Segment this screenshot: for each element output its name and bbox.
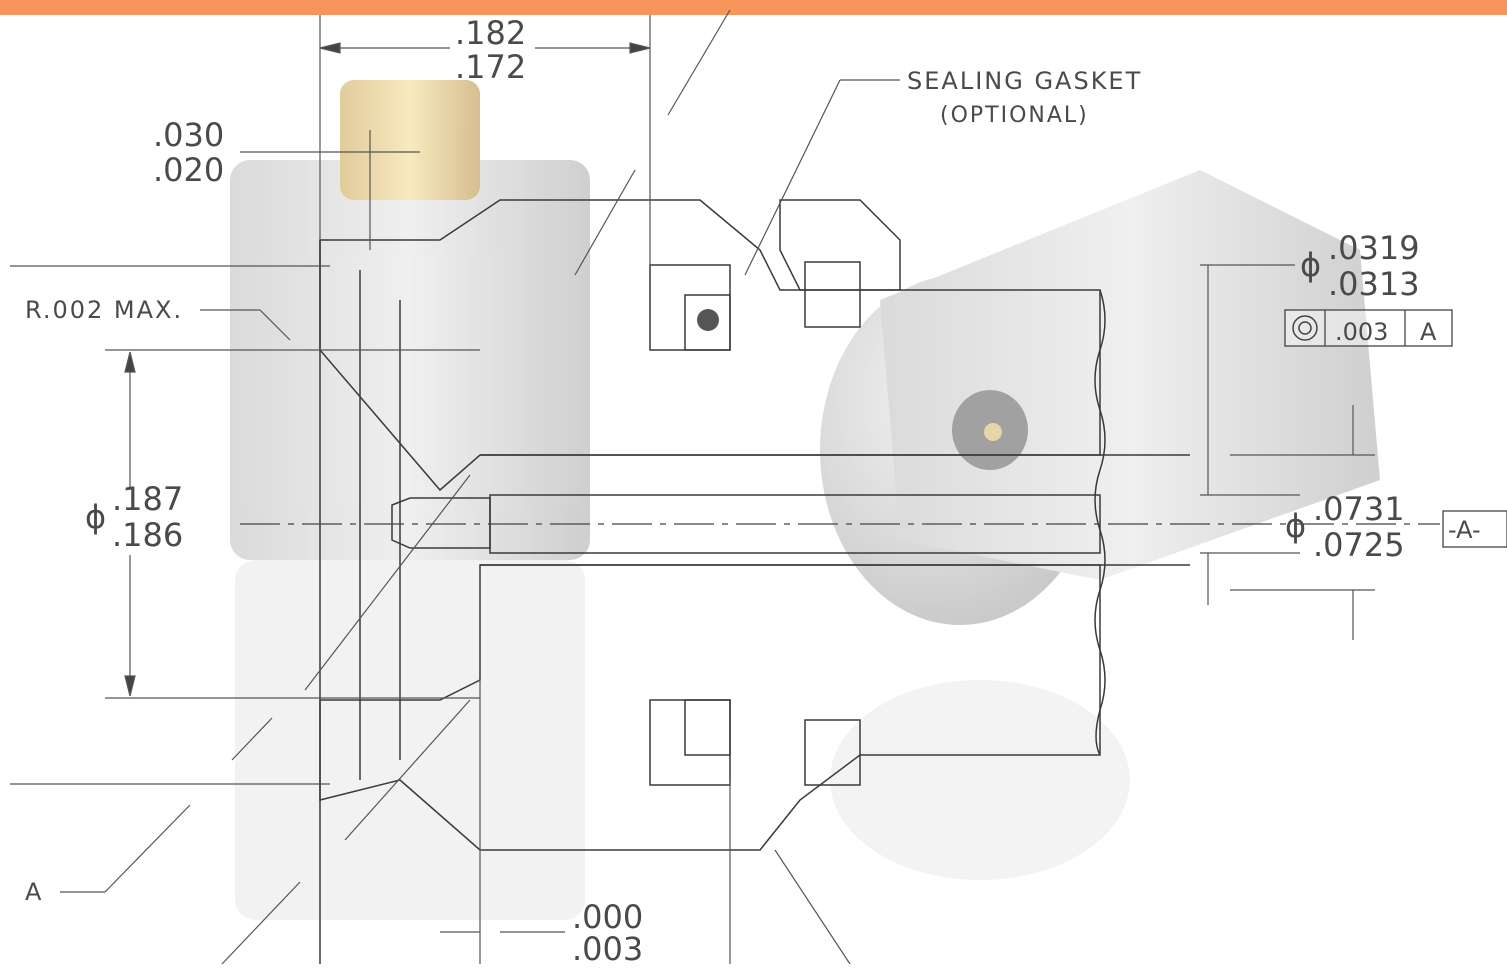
diameter-symbol-pin: ϕ: [1300, 246, 1321, 284]
dimension-labels: .182 .172 .030 .020 R.002 MAX. ϕ .187 .1…: [25, 14, 1420, 964]
tolerance-value: .003: [1335, 318, 1388, 346]
dim-top-upper: .182: [455, 14, 526, 52]
dim-bore-upper: .0731: [1313, 490, 1405, 528]
gasket-label-line1: SEALING GASKET: [907, 67, 1142, 95]
dim-outer-upper: .187: [112, 480, 183, 518]
dim-pin-lower: .0313: [1328, 265, 1420, 303]
dim-bottom-upper: .000: [572, 898, 643, 936]
concentricity-icon: [1292, 315, 1318, 341]
datum-a-label: A: [25, 878, 43, 906]
radius-note: R.002 MAX.: [25, 296, 183, 324]
diameter-symbol-bore: ϕ: [1285, 507, 1306, 545]
datum-box-label: -A-: [1448, 516, 1481, 544]
gasket-label-line2: (OPTIONAL): [940, 103, 1089, 128]
tolerance-datum: A: [1420, 318, 1437, 346]
datum-box: -A-: [1442, 510, 1507, 548]
dim-left-upper: .030: [153, 116, 224, 154]
dim-outer-lower: .186: [112, 516, 183, 554]
connector-photo-left: [230, 80, 590, 920]
dim-bore-lower: .0725: [1313, 526, 1405, 564]
dim-pin-upper: .0319: [1328, 229, 1420, 267]
dim-bottom-lower: .003: [572, 930, 643, 964]
diameter-symbol-left: ϕ: [85, 498, 106, 536]
dim-left-lower: .020: [153, 151, 224, 189]
dimension-lines: [10, 9, 1375, 964]
connector-photo-right: [820, 170, 1380, 880]
dim-top-lower: .172: [455, 48, 526, 86]
top-accent-bar: [0, 0, 1507, 15]
tolerance-frame: .003 A: [1284, 309, 1453, 347]
